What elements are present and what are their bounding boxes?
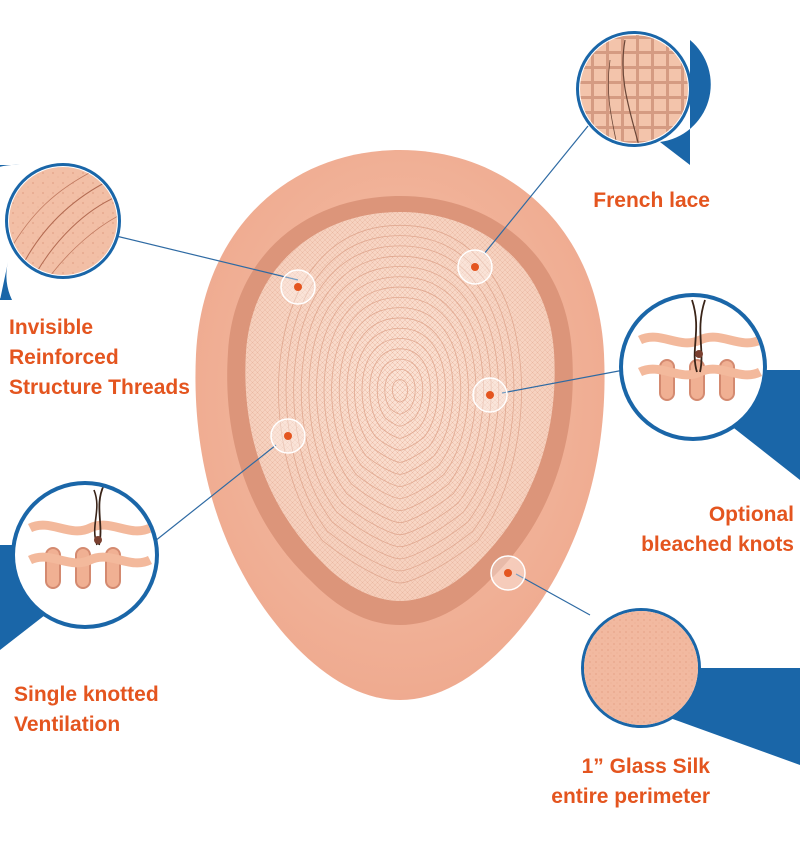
lace-grid-zoom-icon xyxy=(580,35,688,143)
label-single-knotted-ventilation: Single knotted Ventilation xyxy=(14,680,159,740)
skin-texture-zoom-icon xyxy=(9,167,117,275)
contour-line xyxy=(308,266,492,536)
contour-line xyxy=(376,358,424,427)
contour-line xyxy=(354,327,446,463)
contour-line xyxy=(392,379,408,403)
label-line: Ventilation xyxy=(14,713,121,736)
label-bleached-knots: Optional bleached knots xyxy=(641,500,794,560)
contour-line xyxy=(323,286,477,511)
contour-line xyxy=(285,235,515,572)
marker-french-lace xyxy=(457,249,493,285)
contour-line xyxy=(300,255,500,548)
label-line: bleached knots xyxy=(641,533,794,556)
marker-single-knot xyxy=(270,418,306,454)
ventilation-contour-lines xyxy=(278,224,522,584)
callout-french-lace xyxy=(576,31,711,165)
label-french-lace: French lace xyxy=(593,186,710,216)
label-line: Invisible xyxy=(9,316,94,339)
marker-reinforced xyxy=(280,269,316,305)
marker-bleached-knots xyxy=(472,377,508,413)
label-line: Reinforced xyxy=(9,346,119,369)
label-line: entire perimeter xyxy=(551,785,710,808)
contour-line xyxy=(293,245,507,560)
callout-glass-silk xyxy=(581,608,800,765)
callout-single-knot xyxy=(0,481,159,650)
label-line: 1” Glass Silk xyxy=(581,755,710,778)
label-glass-silk-perimeter: 1” Glass Silk entire perimeter xyxy=(551,752,710,812)
label-line: Structure Threads xyxy=(9,376,190,399)
contour-line xyxy=(316,276,484,524)
leader-lines xyxy=(115,125,625,616)
contour-line xyxy=(384,369,416,415)
contour-line xyxy=(278,224,522,584)
contour-line xyxy=(331,296,469,499)
label-reinforced-structure-threads: Invisible Reinforced Structure Threads xyxy=(9,313,190,403)
contour-line xyxy=(338,307,462,487)
contour-line xyxy=(346,317,454,475)
callout-bleached-knots xyxy=(619,293,800,480)
silk-texture-zoom-icon xyxy=(584,611,698,725)
marker-glass-silk xyxy=(490,555,526,591)
label-line: French lace xyxy=(593,189,710,212)
weave-knot-double-icon xyxy=(637,299,763,401)
weave-knot-single-icon xyxy=(27,485,153,589)
label-line: Optional xyxy=(708,503,794,526)
contour-line xyxy=(361,338,439,451)
contour-line xyxy=(369,348,431,439)
callout-reinforced xyxy=(0,163,121,300)
label-line: Single knotted xyxy=(14,683,159,706)
